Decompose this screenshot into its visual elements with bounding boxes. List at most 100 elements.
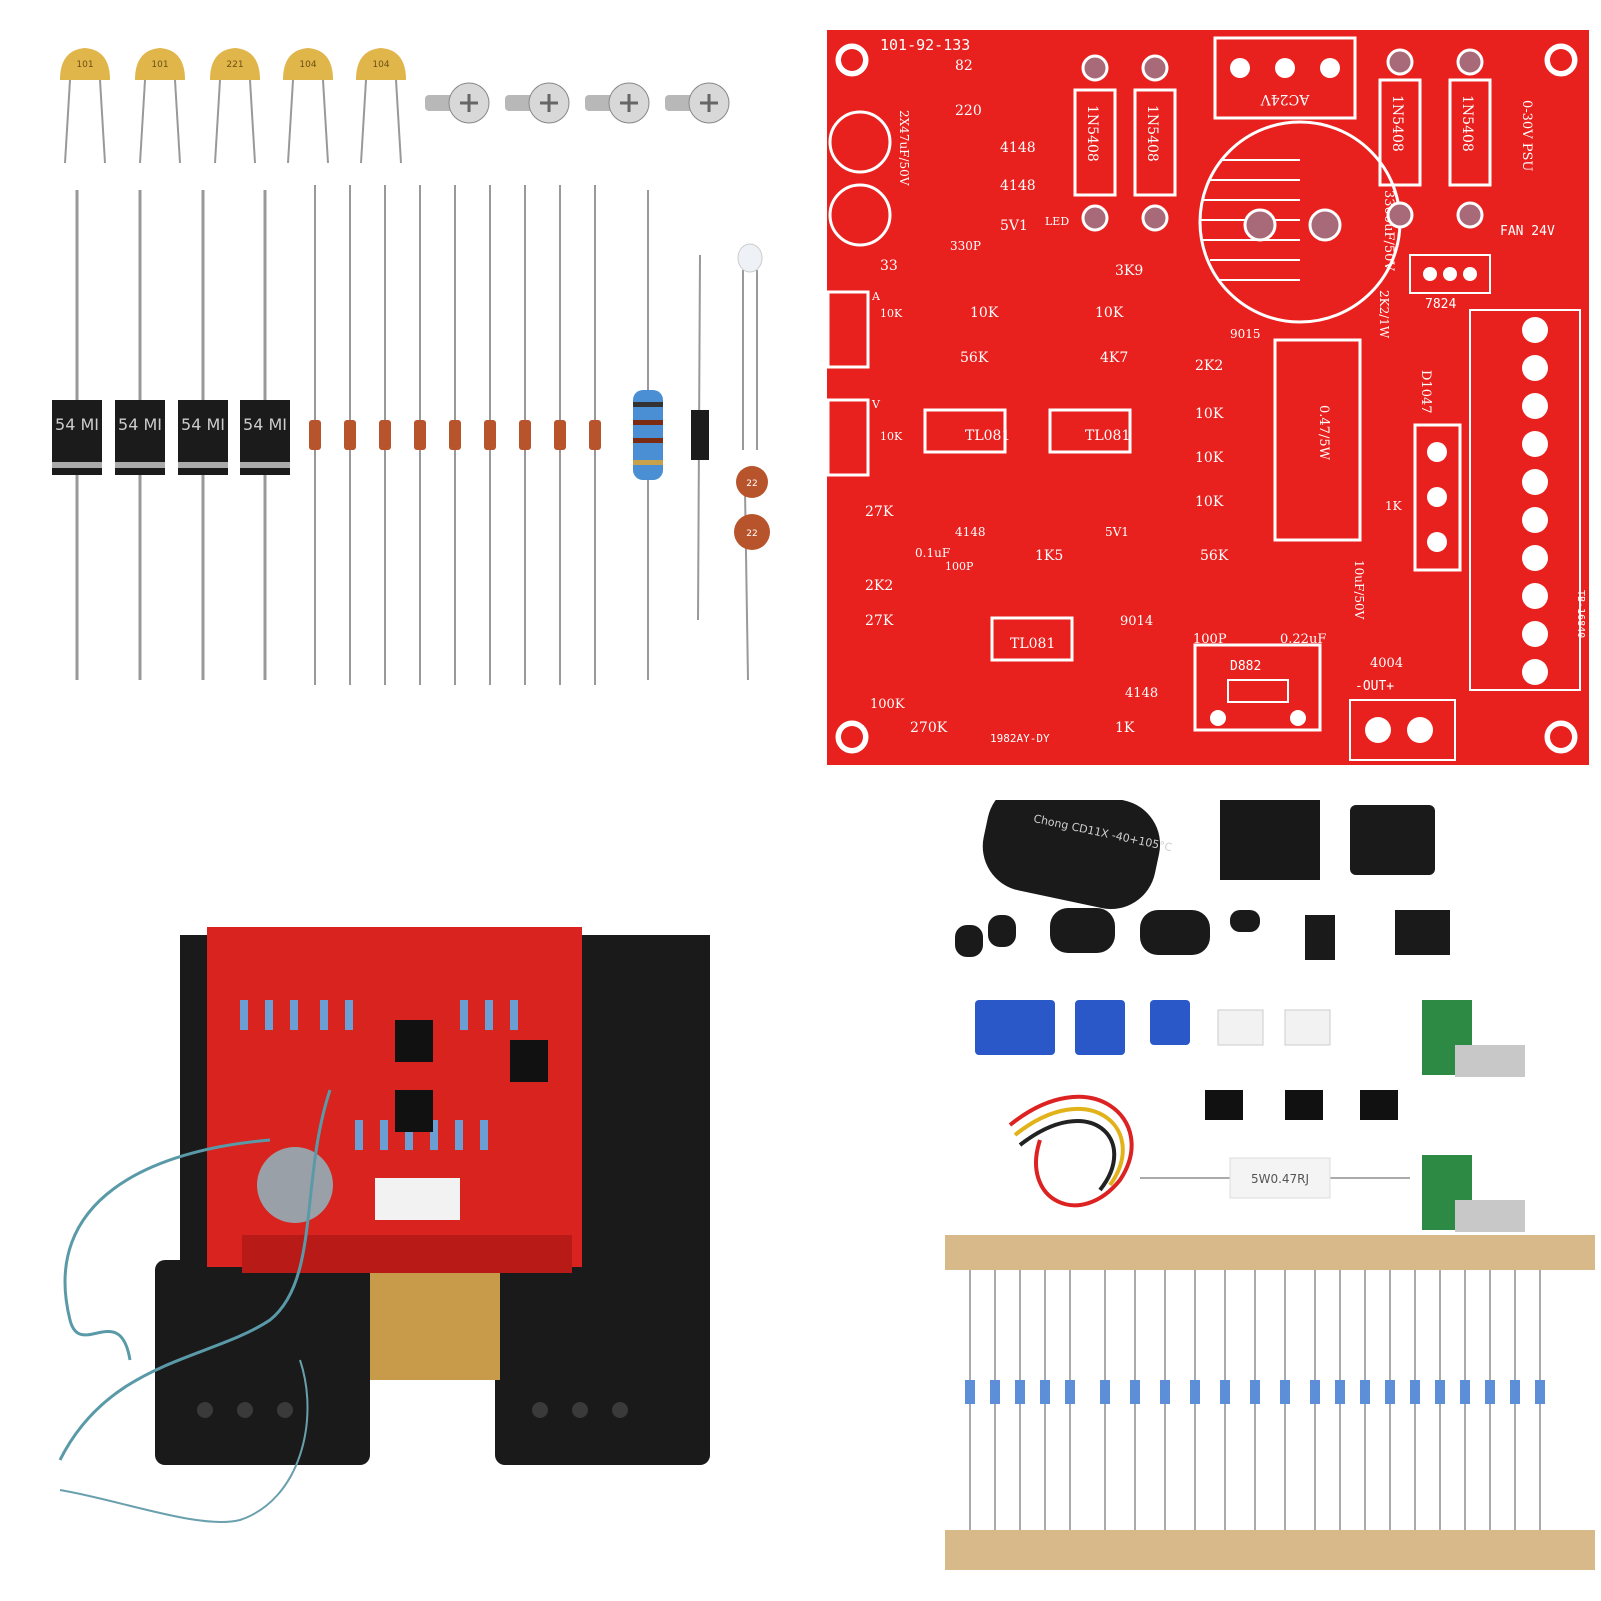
- led: [737, 243, 763, 450]
- svg-text:10K: 10K: [880, 307, 903, 320]
- power-transistor-footprint: D1047: [1413, 370, 1462, 572]
- board-id: 101-92-133: [880, 36, 970, 54]
- svg-text:7824: 7824: [1425, 297, 1456, 312]
- svg-text:54 MI: 54 MI: [243, 415, 287, 434]
- pcb-board: [827, 30, 1589, 765]
- ceramic-cap: 101: [135, 48, 185, 164]
- svg-text:10K: 10K: [880, 430, 903, 443]
- output-terminal-strip: TB-16840: [1469, 309, 1586, 691]
- svg-text:27K: 27K: [865, 613, 894, 629]
- svg-text:10uF/50V: 10uF/50V: [1352, 560, 1366, 620]
- svg-text:D882: D882: [1230, 659, 1261, 674]
- ceramic-cap: 104: [356, 48, 406, 164]
- svg-text:-OUT+: -OUT+: [1355, 679, 1394, 694]
- svg-text:54 MI: 54 MI: [55, 415, 99, 434]
- potentiometers: [1422, 1000, 1525, 1232]
- shunt-resistor: 5W0.47RJ: [1140, 1157, 1410, 1199]
- svg-text:330P: 330P: [950, 239, 981, 253]
- svg-text:3300uF/50V: 3300uF/50V: [1381, 190, 1396, 271]
- svg-text:56K: 56K: [1200, 548, 1229, 564]
- svg-text:TB-16840: TB-16840: [1575, 590, 1586, 638]
- svg-text:5V1: 5V1: [1000, 218, 1028, 234]
- svg-text:9015: 9015: [1230, 327, 1261, 341]
- svg-text:1K5: 1K5: [1035, 548, 1063, 564]
- svg-text:TL081: TL081: [1010, 636, 1055, 652]
- ceramic-cap: 221: [210, 48, 260, 164]
- svg-text:TL081: TL081: [965, 428, 1010, 444]
- svg-text:4K7: 4K7: [1100, 350, 1128, 366]
- svg-text:TL081: TL081: [1085, 428, 1130, 444]
- svg-text:4148: 4148: [955, 525, 986, 539]
- connectors: [1217, 1009, 1331, 1046]
- ceramic-cap: 104: [283, 48, 333, 164]
- shunt-footprint: 0.47/5W 2K2/1W 10uF/50V: [1273, 290, 1391, 620]
- rectifier-diode-footprints: 1N5408 1N5408 1N5408 1N5408: [1073, 48, 1492, 232]
- svg-text:100P: 100P: [1193, 632, 1227, 647]
- svg-text:3K9: 3K9: [1115, 263, 1143, 279]
- svg-text:D1047: D1047: [1418, 370, 1433, 414]
- ceramic-capacitors: 101 101 221 104: [60, 48, 406, 164]
- svg-text:4148: 4148: [1125, 686, 1158, 701]
- small-transistors: [955, 908, 1450, 960]
- svg-text:33: 33: [880, 258, 898, 274]
- mounted-shunt: [375, 1178, 460, 1220]
- svg-text:A: A: [871, 290, 881, 303]
- svg-text:56K: 56K: [960, 350, 989, 366]
- small-cap-footprints: 2X47uF/50V: [828, 110, 911, 247]
- svg-text:1K: 1K: [1115, 720, 1135, 736]
- svg-text:270K: 270K: [910, 720, 948, 736]
- svg-text:4148: 4148: [1000, 178, 1036, 194]
- svg-text:104: 104: [299, 60, 316, 70]
- svg-text:1N5408: 1N5408: [1459, 95, 1475, 152]
- power-transistor: [1350, 805, 1435, 875]
- svg-text:100K: 100K: [870, 697, 905, 712]
- wire-harness: [1008, 1094, 1134, 1208]
- svg-text:0.47/5W: 0.47/5W: [1316, 405, 1331, 461]
- svg-text:104: 104: [372, 60, 389, 70]
- pot-footprints: [826, 290, 870, 477]
- mounted-resistors: [240, 1000, 518, 1150]
- component-labels: 82 220 4148 4148 5V1 330P LED 33 3K9 10K…: [865, 58, 1403, 736]
- svg-text:54 MI: 54 MI: [118, 415, 162, 434]
- svg-text:4004: 4004: [1370, 656, 1403, 671]
- driver-footprint: D882: [1193, 643, 1322, 732]
- svg-text:2K2: 2K2: [1195, 358, 1223, 374]
- small-ceramic-caps: 22 22: [734, 466, 770, 681]
- terminal-strip: [242, 1235, 572, 1273]
- svg-text:10K: 10K: [1195, 406, 1224, 422]
- svg-text:2K2: 2K2: [865, 578, 893, 594]
- svg-text:10K: 10K: [1195, 494, 1224, 510]
- ceramic-cap: 101: [60, 48, 110, 164]
- svg-text:22: 22: [746, 479, 757, 489]
- svg-text:0-30V PSU: 0-30V PSU: [1519, 100, 1534, 171]
- svg-text:22: 22: [746, 529, 757, 539]
- svg-text:0.22uF: 0.22uF: [1280, 632, 1326, 647]
- svg-text:V: V: [871, 398, 881, 411]
- svg-text:9014: 9014: [1120, 614, 1153, 629]
- assembled-module-photo: [0, 800, 820, 1601]
- svg-text:2X47uF/50V: 2X47uF/50V: [897, 110, 911, 186]
- power-resistor: [633, 190, 663, 680]
- svg-text:5V1: 5V1: [1105, 525, 1129, 539]
- component-kit-photo: Chong CD11X -40+105°C: [940, 800, 1601, 1601]
- svg-text:54 MI: 54 MI: [181, 415, 225, 434]
- svg-text:27K: 27K: [865, 504, 894, 520]
- opamp-footprints: [923, 408, 1132, 662]
- svg-text:2K2/1W: 2K2/1W: [1377, 290, 1391, 339]
- svg-text:1N5408: 1N5408: [1389, 95, 1405, 152]
- rectifier-diodes: 54 MI 54 MI 54 MI 54 MI: [52, 190, 290, 680]
- board-footer: 1982AY-DY: [990, 732, 1050, 745]
- svg-text:1N5408: 1N5408: [1084, 105, 1100, 162]
- ac-input-connector: AC24V: [1213, 36, 1357, 120]
- heatsink: [370, 1270, 500, 1380]
- loose-components-photo: 101 101 221 104: [0, 0, 820, 780]
- heatsink: [1220, 800, 1320, 880]
- svg-text:10K: 10K: [1095, 305, 1124, 321]
- svg-text:220: 220: [955, 103, 982, 119]
- svg-text:100P: 100P: [945, 560, 974, 573]
- svg-text:FAN 24V: FAN 24V: [1500, 224, 1555, 239]
- ic-chips: [1205, 1090, 1398, 1120]
- screws: [425, 82, 730, 124]
- wires: [58, 1089, 332, 1461]
- svg-text:10K: 10K: [970, 305, 999, 321]
